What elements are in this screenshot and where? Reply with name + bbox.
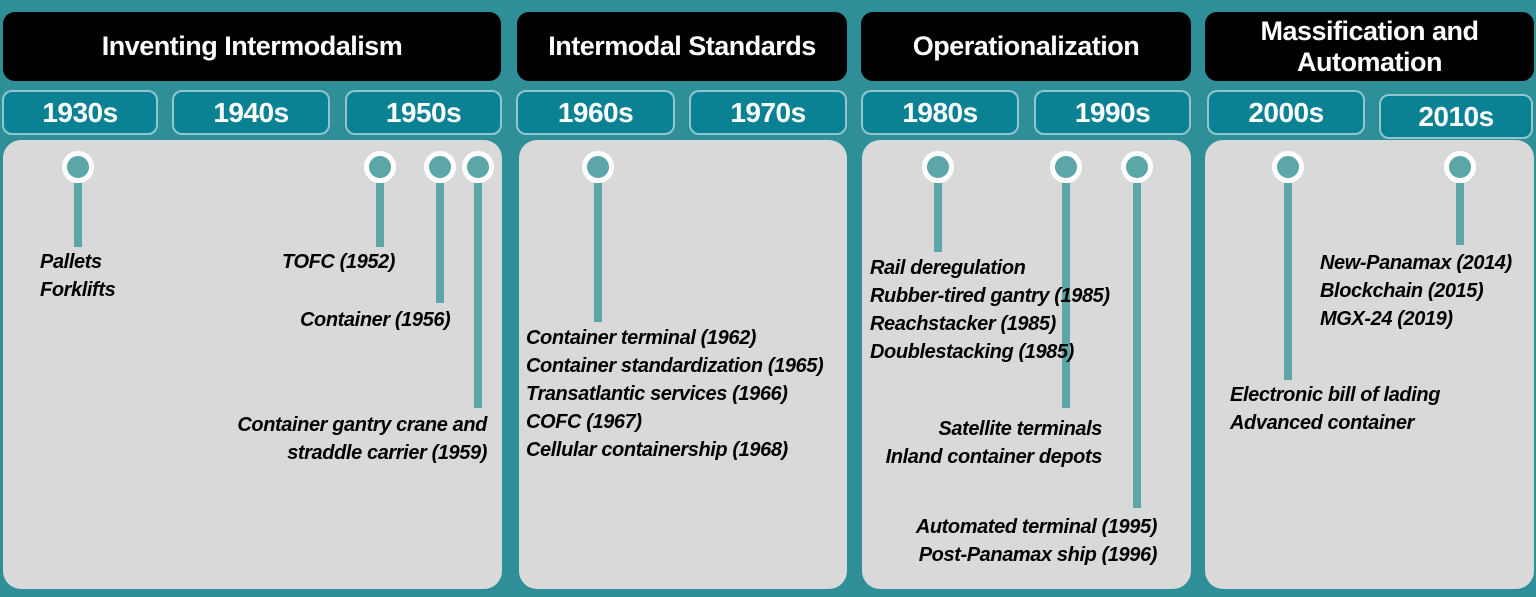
decade-badge-2000s: 2000s xyxy=(1207,90,1365,135)
marker-stem-rail-deregulation xyxy=(934,183,942,252)
era-header-operationalization: Operationalization xyxy=(861,12,1191,81)
event-block-pallets-forklifts: Pallets Forklifts xyxy=(40,248,116,304)
event-line: Container (1956) xyxy=(300,309,451,331)
marker-stem-tofc xyxy=(376,183,384,247)
event-line: Reachstacker (1985) xyxy=(870,313,1056,335)
event-line: Container gantry crane and xyxy=(237,414,487,436)
marker-dot-gantry-1959 xyxy=(462,151,494,183)
marker-stem-2000s xyxy=(1284,183,1292,380)
event-line: TOFC (1952) xyxy=(282,251,396,273)
marker-dot-2010s xyxy=(1444,151,1476,183)
marker-stem-container-1956 xyxy=(436,183,444,303)
event-block-gantry-1959: Container gantry crane and straddle carr… xyxy=(227,411,487,467)
panel-massification-automation xyxy=(1205,140,1534,589)
event-line: COFC (1967) xyxy=(526,411,642,433)
event-block-1960s-standards: Container terminal (1962) Container stan… xyxy=(526,324,824,464)
era-header-massification-automation: Massification and Automation xyxy=(1205,12,1534,81)
event-line: New-Panamax (2014) xyxy=(1320,252,1512,274)
event-line: Blockchain (2015) xyxy=(1320,280,1484,302)
event-line: Container standardization (1965) xyxy=(526,355,824,377)
marker-dot-pallets xyxy=(62,151,94,183)
event-line: Advanced container xyxy=(1230,412,1414,434)
event-line: Post-Panamax ship (1996) xyxy=(918,544,1158,566)
event-line: Automated terminal (1995) xyxy=(915,516,1158,538)
decade-badge-2010s: 2010s xyxy=(1379,94,1533,139)
era-header-intermodal-standards: Intermodal Standards xyxy=(517,12,847,81)
decade-badge-1960s: 1960s xyxy=(516,90,675,135)
marker-stem-2010s xyxy=(1456,183,1464,245)
panel-intermodal-standards xyxy=(519,140,847,589)
event-block-container-1956: Container (1956) xyxy=(300,306,451,334)
event-block-satellite-terminals: Satellite terminals Inland container dep… xyxy=(880,415,1103,471)
event-line: Rail deregulation xyxy=(870,257,1026,279)
decade-badge-1990s: 1990s xyxy=(1034,90,1191,135)
marker-dot-rail-deregulation xyxy=(922,151,954,183)
event-line: Satellite terminals xyxy=(938,418,1102,440)
decade-badge-1930s: 1930s xyxy=(2,90,158,135)
event-block-2000s-events: Electronic bill of lading Advanced conta… xyxy=(1230,381,1440,437)
event-block-automated-terminal: Automated terminal (1995) Post-Panamax s… xyxy=(900,513,1158,569)
event-line: straddle carrier (1959) xyxy=(287,442,487,464)
decade-badge-1950s: 1950s xyxy=(345,90,502,135)
event-line: Cellular containership (1968) xyxy=(526,439,788,461)
event-block-1980s-operations: Rail deregulation Rubber-tired gantry (1… xyxy=(870,254,1110,366)
decade-badge-1980s: 1980s xyxy=(861,90,1019,135)
event-block-tofc: TOFC (1952) xyxy=(282,248,395,276)
marker-dot-1960s-standards xyxy=(582,151,614,183)
event-line: Container terminal (1962) xyxy=(526,327,757,349)
decade-badge-1970s: 1970s xyxy=(689,90,847,135)
marker-dot-2000s xyxy=(1272,151,1304,183)
marker-dot-automated-terminal xyxy=(1121,151,1153,183)
marker-dot-tofc xyxy=(364,151,396,183)
marker-stem-automated-terminal xyxy=(1133,183,1141,508)
event-line: Inland container depots xyxy=(885,446,1103,468)
event-line: Rubber-tired gantry (1985) xyxy=(870,285,1110,307)
decade-badge-1940s: 1940s xyxy=(172,90,330,135)
era-header-inventing-intermodalism: Inventing Intermodalism xyxy=(3,12,501,81)
event-line: Pallets xyxy=(40,251,102,273)
event-line: Transatlantic services (1966) xyxy=(526,383,788,405)
panel-inventing-intermodalism xyxy=(3,140,502,589)
event-line: Doublestacking (1985) xyxy=(870,341,1074,363)
event-line: Forklifts xyxy=(40,279,116,301)
marker-stem-gantry-1959 xyxy=(474,183,482,408)
event-line: Electronic bill of lading xyxy=(1230,384,1441,406)
marker-dot-satellite-terminals xyxy=(1050,151,1082,183)
marker-stem-1960s-standards xyxy=(594,183,602,322)
event-block-2010s-events: New-Panamax (2014) Blockchain (2015) MGX… xyxy=(1320,249,1512,333)
event-line: MGX-24 (2019) xyxy=(1320,308,1453,330)
marker-stem-pallets xyxy=(74,183,82,247)
marker-stem-satellite-terminals xyxy=(1062,183,1070,408)
marker-dot-container-1956 xyxy=(424,151,456,183)
